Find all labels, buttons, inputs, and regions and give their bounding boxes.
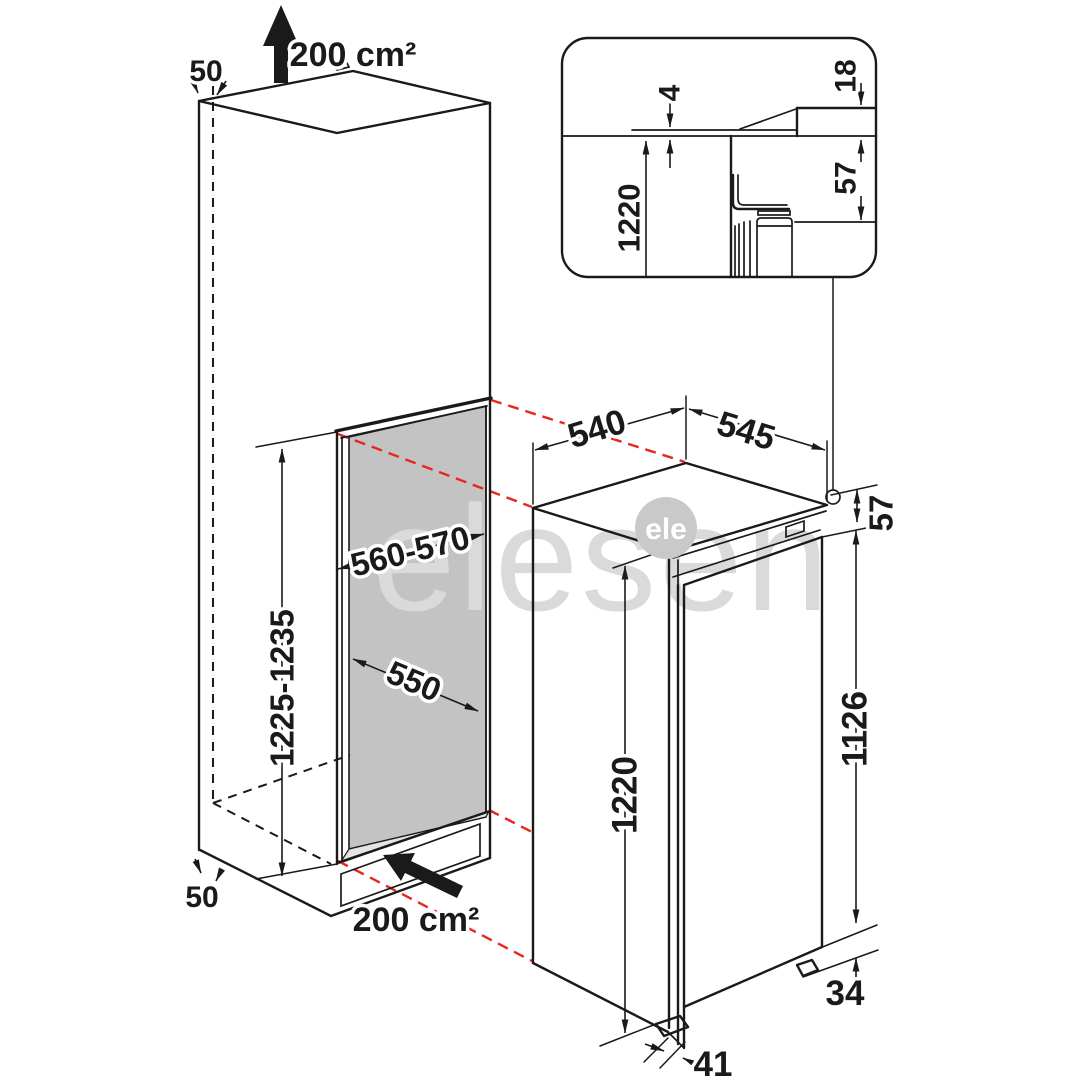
projection-lines [337,398,686,963]
dim-top-vent-area: 200 cm² [290,36,417,74]
dim-inset-niche-height: 1220 [612,184,647,253]
appliance-outline [531,461,829,1050]
dim-rear-height: 1126 [836,691,875,767]
dim-bottom-vent-area: 200 cm² [353,901,480,939]
plinth-vent-slot [340,822,481,908]
watermark-badge-text: ele [645,513,687,546]
hinge-notch [785,519,805,539]
top-notch [332,60,351,71]
rear-foot [795,958,820,978]
dim-inset-panel-thickness: 18 [830,59,863,92]
dim-door-thickness: 41 [694,1045,733,1080]
detail-inset [560,36,878,279]
dim-appliance-depth: 540 [563,402,630,456]
dim-inset-top-recess: 57 [830,161,863,194]
dim-foot-height: 34 [826,974,865,1013]
dim-top-clearance: 57 [863,495,900,532]
dim-top-wall-gap: 50 [189,55,222,88]
front-foot [654,1014,690,1038]
watermark-badge: ele [635,497,697,559]
dim-niche-height: 1225-1235 [264,609,301,767]
vent-up-arrow-icon [263,5,299,83]
dim-appliance-height: 1220 [606,756,645,834]
dim-bottom-wall-gap: 50 [185,881,218,914]
leader-circle [825,489,841,505]
vent-in-arrow-icon [383,853,463,898]
dim-appliance-width: 545 [712,404,779,458]
dimension-lines [189,75,887,1069]
dim-inset-door-gap: 4 [654,84,687,101]
